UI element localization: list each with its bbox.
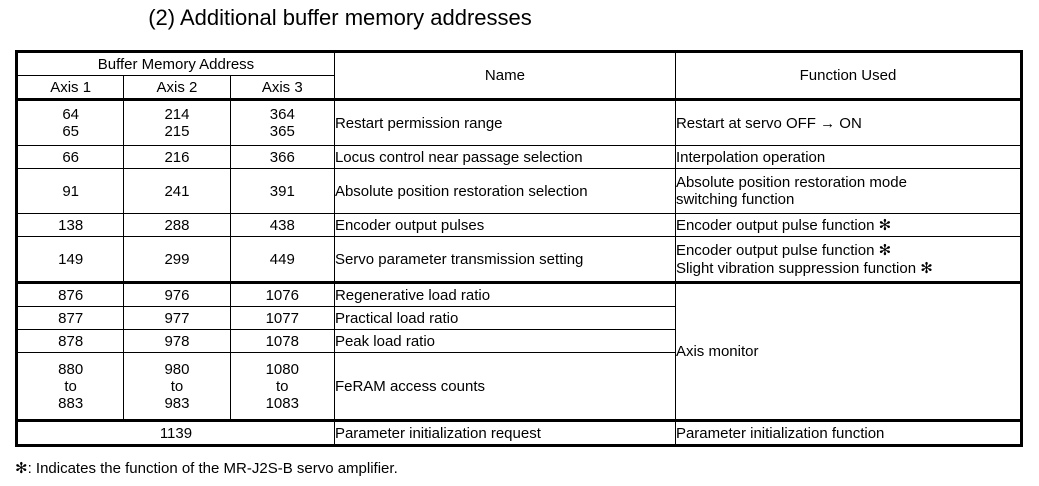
- header-axis-1: Axis 1: [15, 75, 125, 101]
- cell-axis2: 978: [123, 329, 231, 353]
- table-row: 876 976 1076 Regenerative load ratio Axi…: [15, 282, 1023, 422]
- cell-axis3: 1077: [229, 306, 335, 330]
- cell-axis2: 241: [123, 168, 231, 214]
- cell-name: Parameter initialization request: [333, 420, 676, 446]
- cell-name: Encoder output pulses: [333, 213, 676, 237]
- cell-axis1: 91: [15, 168, 125, 214]
- table-header-row-1: Buffer Memory Address Name Function Used: [16, 51, 1023, 101]
- table-header-row-2: Axis 1 Axis 2 Axis 3: [15, 75, 1022, 101]
- cell-axis1: 149: [15, 236, 125, 284]
- cell-axis3: 391: [229, 168, 335, 214]
- cell-axis-merged: 1139: [16, 420, 335, 446]
- table-row: 1139 Parameter initialization request Pa…: [16, 420, 1023, 446]
- cell-axis2: 977: [123, 306, 231, 330]
- cell-function: Restart at servo OFF → ON: [674, 99, 1023, 146]
- table-row: 91 241 391 Absolute position restoration…: [15, 168, 1023, 214]
- cell-name: Peak load ratio: [333, 329, 676, 353]
- header-axis-3: Axis 3: [229, 75, 335, 101]
- cell-function: Parameter initialization function: [674, 420, 1023, 446]
- cell-name: Absolute position restoration selection: [333, 168, 676, 214]
- cell-axis3: 366: [229, 145, 335, 169]
- cell-axis1: 876: [15, 282, 125, 307]
- cell-axis2: 976: [123, 282, 231, 307]
- cell-axis2: 288: [123, 213, 231, 237]
- cell-name: Servo parameter transmission setting: [333, 236, 676, 284]
- cell-axis3: 1078: [229, 329, 335, 353]
- cell-function: Interpolation operation: [674, 145, 1023, 169]
- table-row: 877 977 1077 Practical load ratio: [15, 306, 1022, 330]
- cell-name: Restart permission range: [333, 99, 676, 146]
- table-row: 878 978 1078 Peak load ratio: [15, 329, 1022, 353]
- buffer-memory-table-wrapper: Buffer Memory Address Name Function Used…: [15, 50, 1023, 447]
- cell-function: Encoder output pulse function ✻: [674, 213, 1023, 237]
- cell-axis3: 449: [229, 236, 335, 284]
- page-title: (2) Additional buffer memory addresses: [148, 5, 532, 30]
- cell-axis3: 438: [229, 213, 335, 237]
- table-row: 66 216 366 Locus control near passage se…: [15, 145, 1023, 169]
- cell-axis1: 877: [15, 306, 125, 330]
- cell-axis1: 138: [15, 213, 125, 237]
- buffer-memory-address-table: Buffer Memory Address Name Function Used…: [15, 50, 1023, 447]
- cell-axis1: 878: [15, 329, 125, 353]
- table-row: 149 299 449 Servo parameter transmission…: [15, 236, 1023, 284]
- cell-function-axis-monitor: Axis monitor: [674, 282, 1023, 422]
- cell-axis3: 1076: [229, 282, 335, 307]
- header-buffer-memory-address: Buffer Memory Address: [16, 51, 335, 76]
- cell-axis2: 299: [123, 236, 231, 284]
- cell-axis2: 216: [123, 145, 231, 169]
- header-name: Name: [333, 51, 676, 101]
- footnote-asterisk-note: ✻: Indicates the function of the MR-J2S-…: [15, 460, 398, 477]
- cell-name: Regenerative load ratio: [333, 282, 676, 307]
- table-row: 138 288 438 Encoder output pulses Encode…: [15, 213, 1023, 237]
- header-function-used: Function Used: [674, 51, 1023, 101]
- cell-function: Encoder output pulse function ✻Slight vi…: [674, 236, 1023, 284]
- cell-name: FeRAM access counts: [333, 352, 676, 422]
- cell-name: Practical load ratio: [333, 306, 676, 330]
- header-axis-2: Axis 2: [123, 75, 231, 101]
- cell-name: Locus control near passage selection: [333, 145, 676, 169]
- cell-axis1: 66: [15, 145, 125, 169]
